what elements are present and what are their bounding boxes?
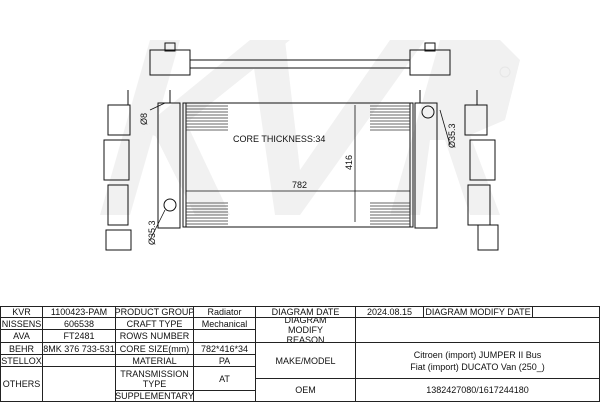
- others-label: OTHERS: [1, 367, 43, 402]
- diameter-top-left: Ø8: [139, 113, 149, 125]
- diagram-date-label: DIAGRAM DATE: [256, 307, 356, 318]
- others-value: [43, 367, 116, 402]
- make-model-line-2: Fiat (import) DUCATO Van (250_): [410, 361, 545, 372]
- diameter-right: Ø35.3: [447, 123, 457, 148]
- core-fins: [186, 105, 410, 225]
- kvr-watermark: [100, 40, 520, 215]
- nissens-value: 606538: [43, 318, 116, 330]
- product-group-label: PRODUCT GROUP: [116, 307, 194, 318]
- dimension-lines: [149, 102, 451, 241]
- make-model-value: Citroen (import) JUMPER II Bus Fiat (imp…: [356, 343, 600, 379]
- oem-value: 1382427080/1617244180: [356, 379, 600, 402]
- material-label: MATERIAL: [116, 355, 194, 367]
- make-model-line-1: Citroen (import) JUMPER II Bus: [413, 349, 542, 360]
- rows-number-label: ROWS NUMBER: [116, 330, 194, 343]
- oem-label: OEM: [256, 379, 356, 402]
- make-model-label: MAKE/MODEL: [256, 343, 356, 379]
- diameter-bottom-left: Ø35.3: [147, 220, 157, 245]
- transmission-type-label: TRANSMISSION TYPE: [116, 367, 194, 391]
- core-size-label: CORE SIZE(mm): [116, 343, 194, 355]
- supplementary-label: SUPPLEMENTARY: [116, 391, 194, 402]
- transmission-type-value: AT: [194, 367, 256, 391]
- ava-label: AVA: [1, 330, 43, 343]
- height-dimension: 416: [344, 155, 354, 170]
- kvr-label: KVR: [1, 307, 43, 318]
- outlet-left: [163, 198, 177, 212]
- modify-reason-value: [356, 318, 600, 343]
- nissens-label: NISSENS: [1, 318, 43, 330]
- behr-label: BEHR: [1, 343, 43, 355]
- core-size-value: 782*416*34: [194, 343, 256, 355]
- radiator-technical-drawing: CORE THICKNESS:34 782 416 Ø8 Ø35.3 Ø35.3: [100, 40, 520, 251]
- stellox-value: [43, 355, 116, 367]
- supplementary-value: [194, 391, 256, 402]
- modify-date-label: DIAGRAM MODIFY DATE: [424, 307, 533, 318]
- side-view-right: [464, 90, 499, 251]
- modify-reason-label: DIAGRAM MODIFY REASON: [256, 318, 356, 343]
- kvr-value: 1100423-PAM: [43, 307, 116, 318]
- spec-table: KVR 1100423-PAM PRODUCT GROUP Radiator D…: [0, 306, 600, 402]
- rows-number-value: [194, 330, 256, 343]
- diagram-date-value: 2024.08.15: [356, 307, 424, 318]
- width-dimension: 782: [292, 180, 307, 190]
- craft-type-label: CRAFT TYPE: [116, 318, 194, 330]
- craft-type-value: Mechanical: [194, 318, 256, 330]
- core-thickness-label: CORE THICKNESS:34: [233, 134, 325, 144]
- material-value: PA: [194, 355, 256, 367]
- product-group-value: Radiator: [194, 307, 256, 318]
- stellox-label: STELLOX: [1, 355, 43, 367]
- inlet-right: [421, 105, 435, 119]
- top-pipe-view: [149, 42, 451, 76]
- modify-date-value: [533, 307, 600, 318]
- side-view-left: [103, 90, 132, 251]
- radiator-tanks: [157, 90, 438, 229]
- ava-value: FT2481: [43, 330, 116, 343]
- behr-value: 8MK 376 733-531: [43, 343, 116, 355]
